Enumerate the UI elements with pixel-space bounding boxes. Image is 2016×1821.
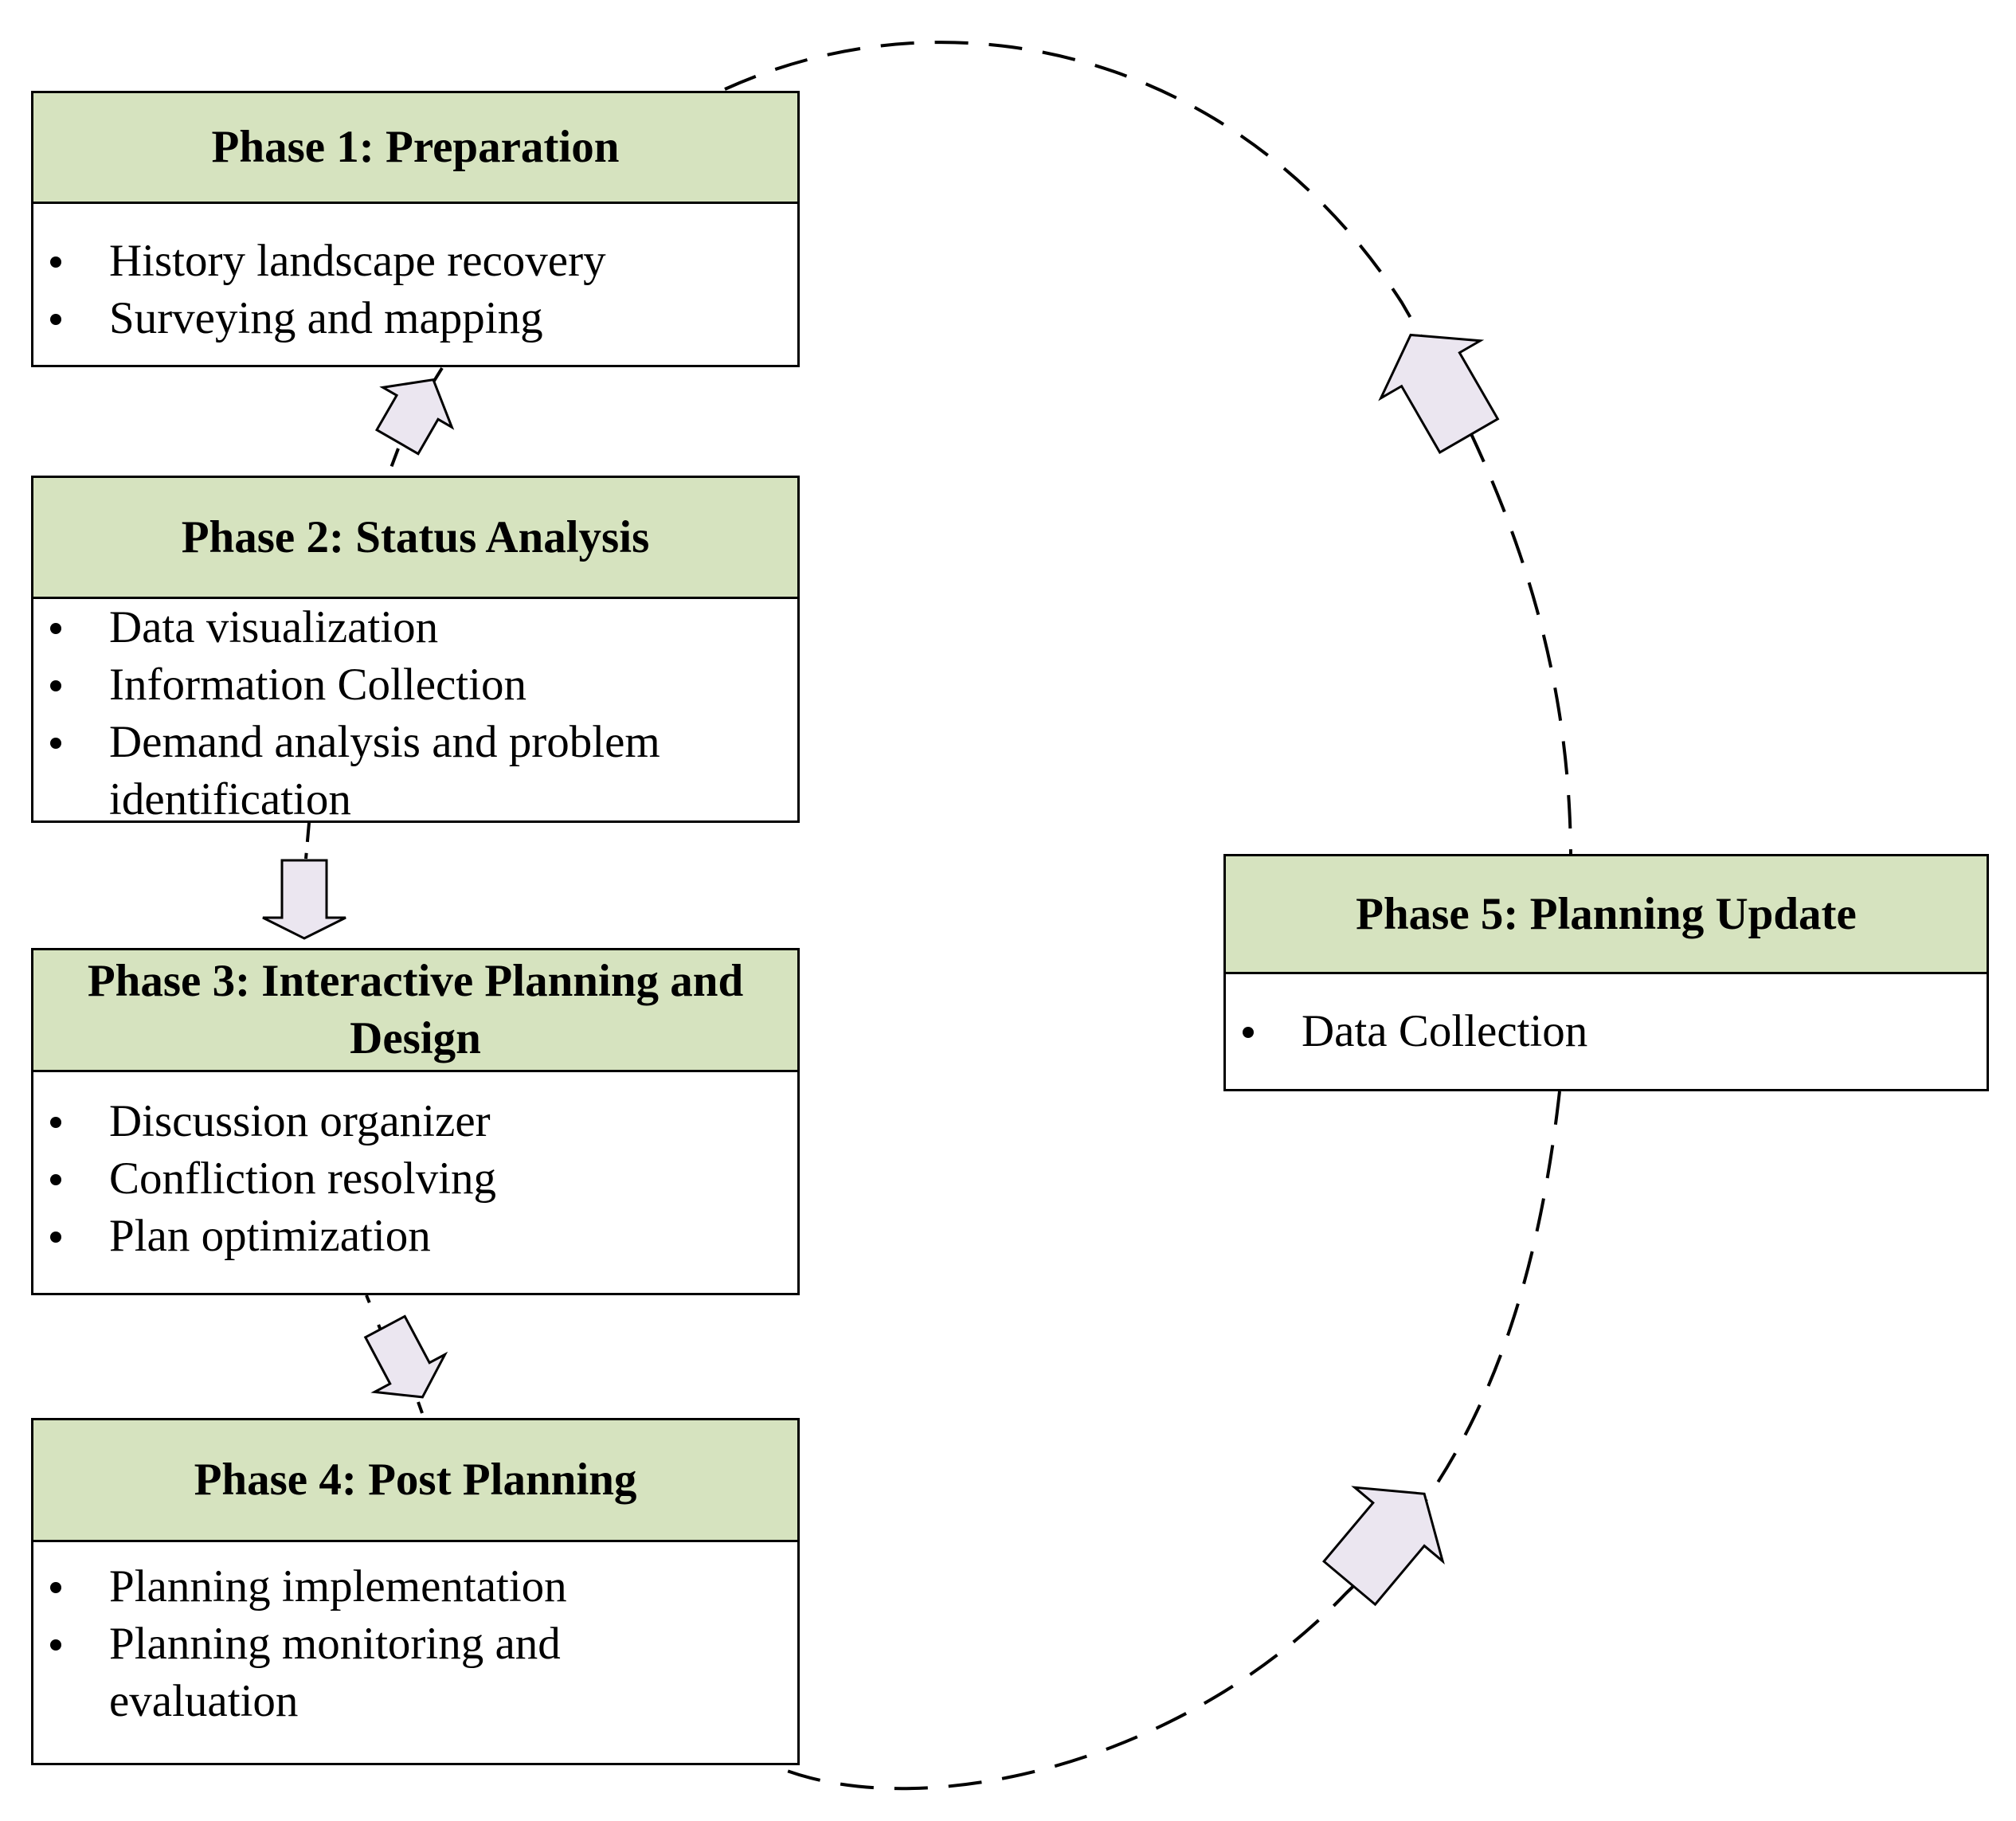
phase-5-body: Data Collection <box>1226 974 1987 1060</box>
phase-2-item: Data visualization <box>33 599 734 656</box>
arrow-phase3-to-phase4 <box>363 1314 448 1399</box>
cycle-path-upper <box>724 41 1572 855</box>
arrow-phase2-to-phase3 <box>262 859 346 940</box>
link-2-3 <box>304 822 311 860</box>
phase-1-title: Phase 1: Preparation <box>33 93 797 204</box>
phase-3-item: Plan optimization <box>33 1208 797 1265</box>
phase-5-item: Data Collection <box>1226 1003 1987 1060</box>
phase-4-body: Planning implementation Planning monitor… <box>33 1542 687 1730</box>
phase-3-item: Discussion organizer <box>33 1093 797 1150</box>
phase-5-box: Phase 5: Planning Update Data Collection <box>1223 854 1989 1091</box>
link-1-2-bottom <box>387 448 400 475</box>
phase-2-item: Information Collection <box>33 656 734 714</box>
phase-1-item: Surveying and mapping <box>33 290 797 347</box>
link-3-4-bottom <box>417 1401 424 1414</box>
phase-4-item: Planning monitoring and evaluation <box>33 1615 687 1730</box>
phase-1-box: Phase 1: Preparation History landscape r… <box>31 91 800 367</box>
phase-2-item: Demand analysis and problem identificati… <box>33 714 734 828</box>
phase-3-body: Discussion organizer Confliction resolvi… <box>33 1072 797 1265</box>
cycle-path-lower <box>776 1091 1561 1791</box>
arrow-phase4-to-phase5 <box>1322 1486 1445 1607</box>
phase-5-title: Phase 5: Planning Update <box>1226 856 1987 974</box>
phase-1-body: History landscape recovery Surveying and… <box>33 204 797 347</box>
phase-3-box: Phase 3: Interactive Planning and Design… <box>31 948 800 1295</box>
phase-1-item: History landscape recovery <box>33 233 797 290</box>
phase-3-title: Phase 3: Interactive Planning and Design <box>33 950 797 1072</box>
phase-4-title: Phase 4: Post Planning <box>33 1420 797 1542</box>
phase-3-item: Confliction resolving <box>33 1150 797 1208</box>
phase-4-item: Planning implementation <box>33 1558 687 1615</box>
arrow-phase1-to-phase2 <box>374 378 455 456</box>
link-3-4-top <box>365 1294 382 1331</box>
arrow-phase5-to-phase1 <box>1378 333 1500 454</box>
phase-2-body: Data visualization Information Collectio… <box>33 599 734 828</box>
phase-4-box: Phase 4: Post Planning Planning implemen… <box>31 1418 800 1765</box>
phase-2-box: Phase 2: Status Analysis Data visualizat… <box>31 476 800 824</box>
phase-2-title: Phase 2: Status Analysis <box>33 478 797 599</box>
